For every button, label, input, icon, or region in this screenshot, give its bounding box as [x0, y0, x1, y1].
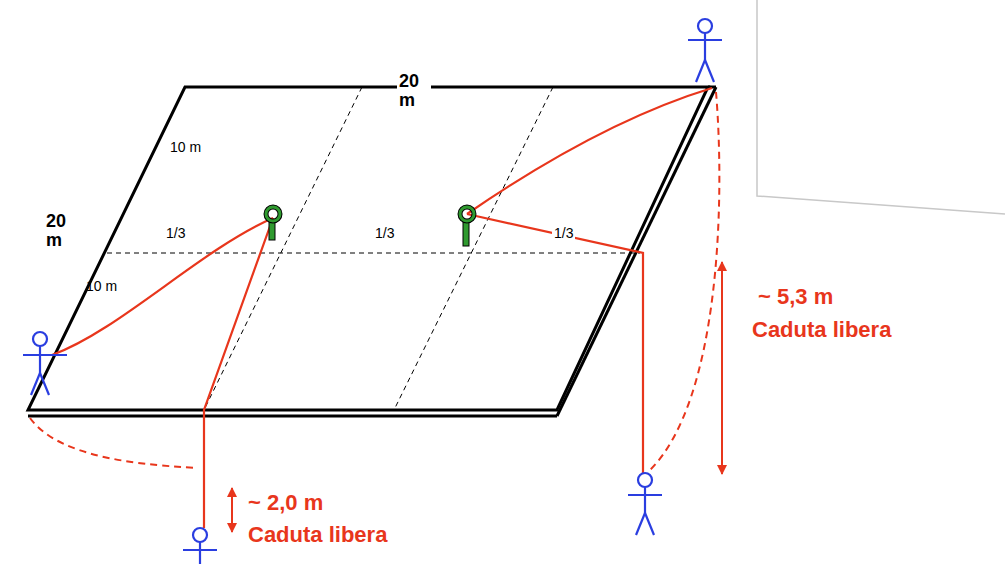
dimension-label: 20 m	[397, 72, 431, 110]
dimension-label: 20 m	[46, 212, 76, 250]
fraction-label: 1/3	[373, 226, 396, 241]
fall-height-label: ~ 5,3 m	[758, 285, 833, 308]
division-lines	[107, 87, 640, 410]
roof-edge	[28, 415, 557, 418]
lifelines	[52, 88, 712, 528]
fall-dimension	[721, 262, 723, 474]
fraction-label: 1/3	[552, 226, 575, 241]
fall-height-label: ~ 2,0 m	[248, 491, 323, 514]
fall-caption: Caduta libera	[752, 318, 891, 341]
fall-caption: Caduta libera	[248, 523, 387, 546]
faint-panel	[757, 0, 1005, 214]
anchor-points	[266, 207, 474, 246]
fraction-label: 1/3	[164, 226, 187, 241]
roof-outline	[28, 87, 708, 410]
fall-paths	[30, 92, 719, 470]
worker-figures	[23, 19, 722, 564]
fall-dimension	[231, 488, 233, 532]
dimension-label: 10 m	[170, 140, 201, 155]
dimension-label: 10 m	[86, 279, 117, 294]
